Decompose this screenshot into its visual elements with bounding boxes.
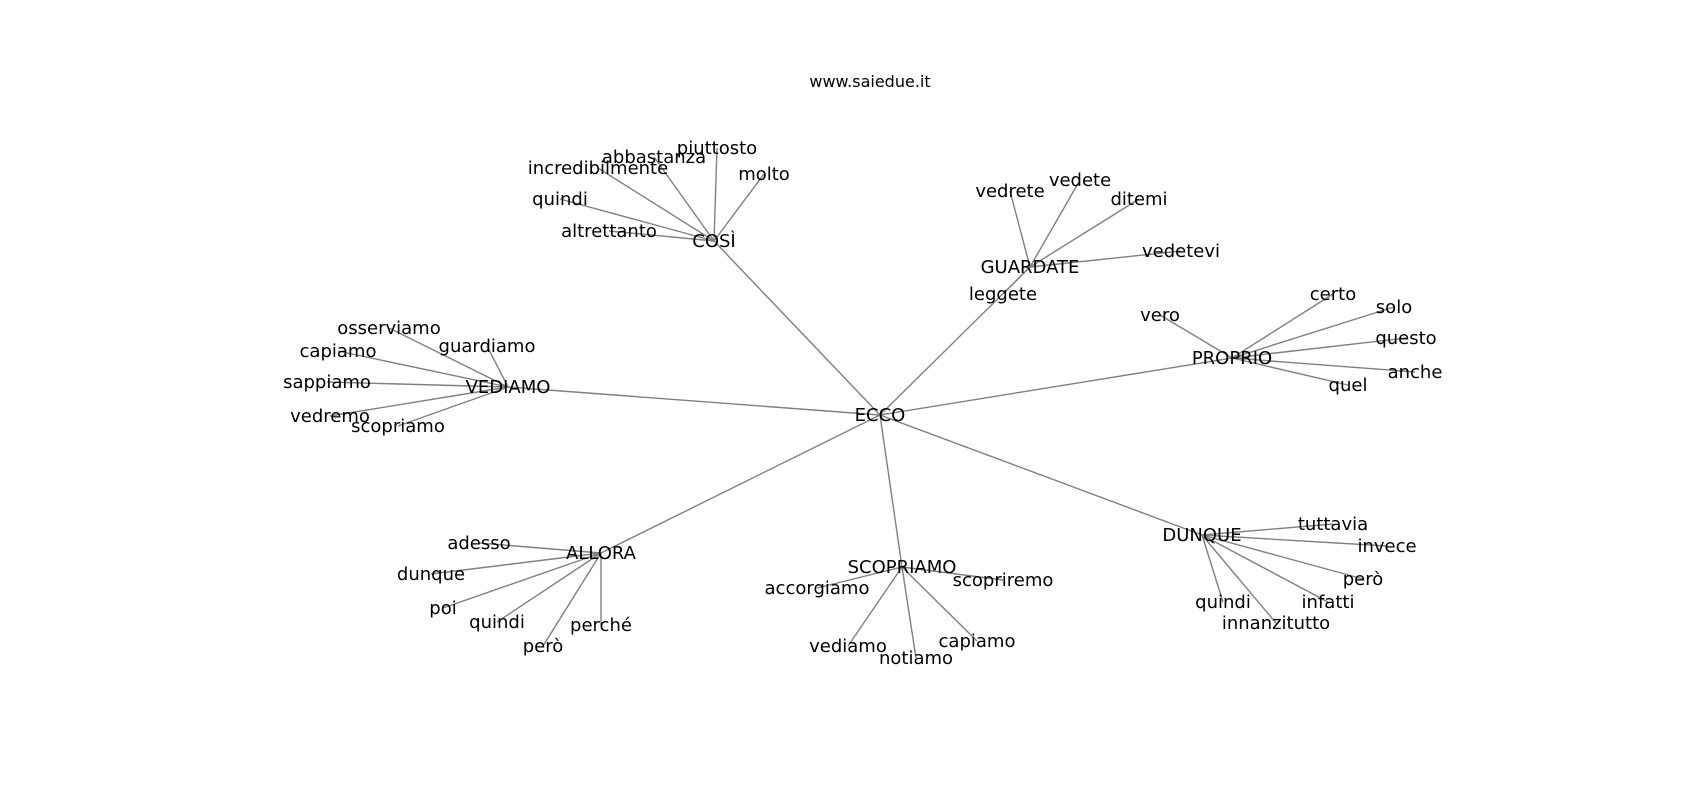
node-leaf-hub-vediamo-4: vedremo xyxy=(290,406,370,427)
edge-hub-guardate-leaf-3 xyxy=(1029,250,1182,268)
edge-hub-dunque-leaf-0 xyxy=(1201,523,1334,536)
edge-hub-allora-leaf-1 xyxy=(430,552,602,575)
node-leaf-hub-proprio-4: anche xyxy=(1388,362,1443,383)
edge-hub-cosi-leaf-3 xyxy=(713,173,765,242)
edge-hub-proprio-leaf-3 xyxy=(1231,337,1407,359)
node-leaf-hub-allora-0: adesso xyxy=(447,533,510,554)
edge-hub-proprio-leaf-0 xyxy=(1159,314,1233,359)
node-leaf-hub-cosi-1: abbastanza xyxy=(602,147,706,168)
edge-hub-dunque-leaf-3 xyxy=(1201,534,1329,603)
edge-hub-scopriamo-leaf-4 xyxy=(901,566,978,642)
node-leaf-hub-proprio-0: vero xyxy=(1140,305,1180,326)
node-leaf-hub-guardate-3: vedetevi xyxy=(1142,241,1220,262)
edge-hub-scopriamo-leaf-2 xyxy=(847,566,903,647)
edge-hub-cosi-leaf-4 xyxy=(559,198,715,242)
node-leaf-hub-scopriamo-2: vediamo xyxy=(809,636,887,657)
node-leaf-hub-proprio-2: solo xyxy=(1376,297,1412,318)
edge-root-hub-vediamo xyxy=(507,386,881,416)
node-leaf-hub-proprio-1: certo xyxy=(1310,284,1356,305)
edge-hub-vediamo-leaf-4 xyxy=(329,386,509,417)
node-leaf-hub-allora-3: quindi xyxy=(469,612,525,633)
edge-root-hub-dunque xyxy=(879,414,1203,536)
edges-layer xyxy=(326,147,1416,659)
node-leaf-hub-guardate-2: ditemi xyxy=(1110,189,1167,210)
diagram-title: www.saiedue.it xyxy=(809,72,930,91)
node-leaf-hub-dunque-1: invece xyxy=(1357,536,1416,557)
node-leaf-hub-vediamo-3: sappiamo xyxy=(283,372,371,393)
edge-hub-cosi-leaf-5 xyxy=(608,230,715,242)
node-hub-dunque: DUNQUE xyxy=(1162,525,1241,546)
edge-hub-dunque-leaf-5 xyxy=(1201,534,1277,624)
node-leaf-hub-dunque-3: infatti xyxy=(1302,592,1355,613)
node-hub-allora: ALLORA xyxy=(566,543,637,564)
edge-root-hub-allora xyxy=(600,414,881,554)
edge-hub-guardate-leaf-4 xyxy=(1002,266,1031,295)
edge-hub-scopriamo-leaf-1 xyxy=(901,566,1004,581)
edge-root-hub-scopriamo xyxy=(879,414,903,568)
edge-hub-proprio-leaf-5 xyxy=(1231,357,1349,386)
node-leaf-hub-guardate-1: vedete xyxy=(1049,170,1111,191)
node-leaf-hub-scopriamo-3: notiamo xyxy=(879,648,953,669)
edge-root-hub-cosi xyxy=(713,240,881,416)
node-leaf-hub-allora-4: però xyxy=(523,636,564,657)
edge-hub-guardate-leaf-0 xyxy=(1009,190,1031,268)
node-leaf-hub-allora-5: perché xyxy=(570,615,632,636)
node-leaf-hub-proprio-5: quel xyxy=(1329,375,1368,396)
edge-hub-proprio-leaf-4 xyxy=(1231,357,1416,373)
edge-hub-allora-leaf-0 xyxy=(478,542,602,554)
edge-hub-guardate-leaf-1 xyxy=(1029,179,1081,268)
node-leaf-hub-guardate-4: leggete xyxy=(969,284,1037,305)
node-leaf-hub-scopriamo-4: capiamo xyxy=(939,631,1016,652)
node-leaf-hub-dunque-4: quindi xyxy=(1195,592,1251,613)
edge-hub-dunque-leaf-4 xyxy=(1201,534,1224,603)
node-leaf-hub-dunque-0: tuttavia xyxy=(1298,514,1368,535)
node-leaf-hub-allora-2: poi xyxy=(429,598,456,619)
edge-hub-vediamo-leaf-1 xyxy=(486,345,509,388)
node-leaf-hub-guardate-0: vedrete xyxy=(975,181,1044,202)
node-leaf-hub-vediamo-0: osserviamo xyxy=(337,318,440,339)
node-hub-vediamo: VEDIAMO xyxy=(466,377,551,398)
edge-hub-vediamo-leaf-0 xyxy=(388,327,509,388)
node-hub-proprio: PROPRIO xyxy=(1192,348,1272,369)
edge-hub-vediamo-leaf-5 xyxy=(397,386,509,427)
edge-hub-dunque-leaf-1 xyxy=(1201,534,1388,547)
edge-hub-cosi-leaf-1 xyxy=(653,156,715,242)
node-leaf-hub-cosi-4: quindi xyxy=(532,189,588,210)
edge-hub-allora-leaf-3 xyxy=(496,552,602,623)
edge-hub-allora-leaf-4 xyxy=(542,552,602,647)
edge-hub-cosi-leaf-0 xyxy=(597,167,715,242)
edge-hub-proprio-leaf-1 xyxy=(1231,293,1334,359)
edge-hub-vediamo-leaf-2 xyxy=(337,350,509,388)
edge-hub-cosi-leaf-2 xyxy=(713,147,718,242)
node-hub-scopriamo: SCOPRIAMO xyxy=(848,557,957,578)
edge-hub-scopriamo-leaf-0 xyxy=(816,566,903,589)
edge-hub-allora-leaf-2 xyxy=(442,552,602,609)
node-leaf-hub-cosi-5: altrettanto xyxy=(561,221,657,242)
node-leaf-hub-scopriamo-0: accorgiamo xyxy=(765,578,870,599)
node-leaf-hub-vediamo-1: guardiamo xyxy=(439,336,536,357)
node-leaf-hub-vediamo-2: capiamo xyxy=(300,341,377,362)
node-leaf-hub-proprio-3: questo xyxy=(1375,328,1436,349)
edge-hub-scopriamo-leaf-3 xyxy=(901,566,917,659)
node-leaf-hub-cosi-0: incredibilmente xyxy=(528,158,668,179)
edge-hub-vediamo-leaf-3 xyxy=(326,381,509,388)
node-hub-guardate: GUARDATE xyxy=(981,257,1080,278)
edge-hub-proprio-leaf-2 xyxy=(1231,306,1395,359)
edge-root-hub-proprio xyxy=(879,357,1233,416)
edge-hub-dunque-leaf-2 xyxy=(1201,534,1364,580)
node-root: ECCO xyxy=(855,405,906,426)
node-leaf-hub-scopriamo-1: scopriremo xyxy=(953,570,1054,591)
edge-hub-guardate-leaf-2 xyxy=(1029,198,1140,268)
node-leaf-hub-dunque-5: innanzitutto xyxy=(1222,613,1330,634)
node-leaf-hub-dunque-2: però xyxy=(1343,569,1384,590)
node-leaf-hub-allora-1: dunque xyxy=(397,564,465,585)
node-leaf-hub-cosi-3: molto xyxy=(738,164,790,185)
node-hub-cosi: COSÌ xyxy=(692,230,735,252)
node-leaf-hub-cosi-2: piuttosto xyxy=(677,138,757,159)
node-leaf-hub-vediamo-5: scopriamo xyxy=(351,416,445,437)
